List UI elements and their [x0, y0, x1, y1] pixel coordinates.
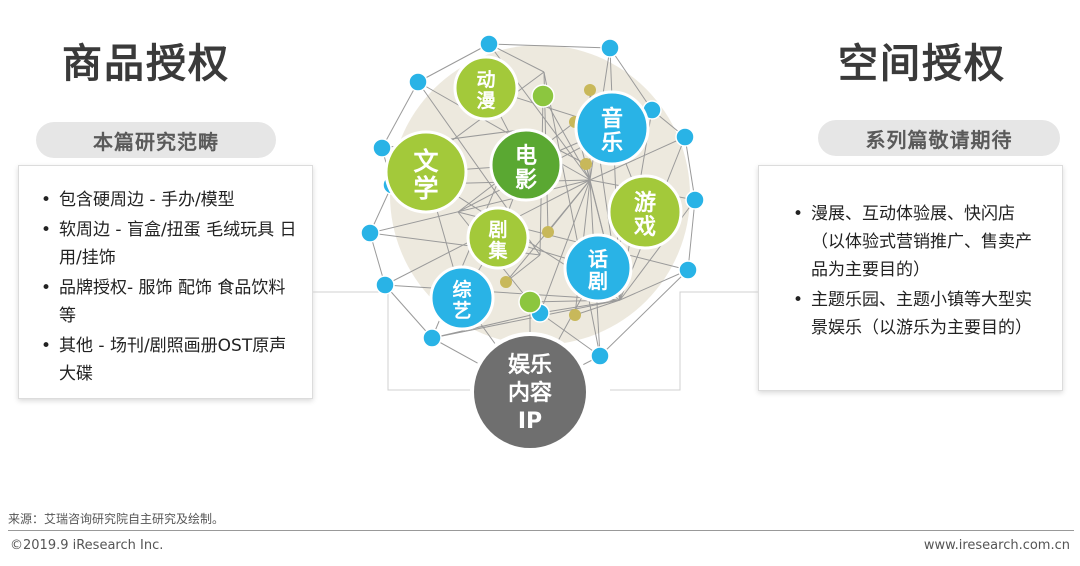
category-node-circle — [429, 265, 495, 331]
category-node-label: 动 — [476, 69, 495, 91]
category-node-circle — [384, 130, 468, 214]
network-link — [431, 299, 621, 339]
network-dot — [569, 309, 581, 321]
network-link — [687, 199, 696, 271]
network-dot — [360, 223, 380, 243]
list-item: 其他 - 场刊/剧照画册OST原声大碟 — [41, 332, 302, 388]
category-node-label: 影 — [515, 168, 537, 193]
category-node-3: 文学 — [384, 130, 468, 214]
category-node-label: 戏 — [633, 215, 656, 240]
list-item: 包含硬周边 - 手办/模型 — [41, 186, 302, 214]
network-dot — [518, 290, 542, 314]
network-dot — [678, 260, 698, 280]
network-dot — [685, 190, 705, 210]
network-nodes: 动漫音乐文学电影游戏剧集话剧综艺 — [384, 55, 683, 331]
category-node-circle — [453, 55, 519, 121]
left-heading: 商品授权 — [62, 41, 230, 87]
network-link — [609, 47, 653, 111]
list-item: 主题乐园、主题小镇等大型实景娱乐（以游乐为主要目的） — [793, 286, 1046, 342]
network-link — [417, 43, 490, 83]
hub-node: 娱乐 内容 IP — [470, 332, 590, 452]
category-node-6: 剧集 — [466, 206, 530, 270]
list-item: 漫展、互动体验展、快闪店（以体验式营销推广、售卖产品为主要目的） — [793, 200, 1046, 284]
hub-line-1: 娱乐 — [508, 353, 552, 378]
network-link — [543, 71, 601, 357]
network-link — [488, 43, 611, 49]
network-link — [505, 254, 541, 283]
category-node-label: 话 — [588, 247, 608, 271]
source-note: 来源：艾瑞咨询研究院自主研究及绘制。 — [8, 512, 225, 526]
network-dot — [375, 275, 395, 295]
network-link — [488, 43, 545, 73]
category-node-circle — [607, 174, 683, 250]
network-dot — [372, 138, 392, 158]
right-item-list: 漫展、互动体验展、快闪店（以体验式营销推广、售卖产品为主要目的） 主题乐园、主题… — [759, 166, 1062, 342]
network-link — [384, 284, 433, 339]
left-item-list: 包含硬周边 - 手办/模型 软周边 - 盲盒/扭蛋 毛绒玩具 日用/挂饰 品牌授… — [19, 166, 312, 388]
category-node-circle — [563, 233, 633, 303]
network-link — [381, 81, 419, 149]
network-dot — [479, 34, 499, 54]
side-connectors — [313, 291, 758, 391]
network-link — [589, 136, 686, 181]
network-link — [539, 179, 591, 314]
network-dot — [584, 84, 596, 96]
list-item: 软周边 - 盲盒/扭蛋 毛绒玩具 日用/挂饰 — [41, 216, 302, 272]
network-link — [574, 299, 621, 316]
category-node-label: 艺 — [452, 300, 471, 322]
category-node-8: 综艺 — [429, 265, 495, 331]
category-node-label: 乐 — [601, 131, 623, 156]
network-link — [619, 269, 689, 301]
network-dot — [580, 158, 592, 170]
category-node-label: 综 — [452, 278, 471, 301]
left-subtitle-pill: 本篇研究范畴 — [36, 122, 276, 158]
category-node-5: 游戏 — [607, 174, 683, 250]
category-node-label: 剧 — [488, 219, 507, 241]
website-text: www.iresearch.com.cn — [923, 538, 1070, 553]
category-node-1: 动漫 — [453, 55, 519, 121]
network-dot — [600, 38, 620, 58]
hub-circle — [470, 332, 590, 452]
category-node-7: 话剧 — [563, 233, 633, 303]
network-link — [539, 299, 621, 314]
hub-line-2: 内容 — [508, 380, 552, 406]
category-node-label: 电 — [515, 144, 537, 169]
right-heading: 空间授权 — [838, 41, 1006, 87]
network-dot — [590, 346, 610, 366]
copyright-text: ©2019.9 iResearch Inc. — [10, 538, 164, 553]
category-node-label: 学 — [413, 174, 438, 203]
right-content-box: 漫展、互动体验展、快闪店（以体验式营销推广、售卖产品为主要目的） 主题乐园、主题… — [758, 165, 1063, 391]
category-node-circle — [466, 206, 530, 270]
category-node-label: 音 — [601, 106, 623, 132]
network-dot — [675, 127, 695, 147]
category-node-4: 电影 — [489, 128, 563, 202]
network-dot — [500, 276, 512, 288]
network-dot — [422, 328, 442, 348]
category-node-label: 游 — [634, 190, 656, 216]
network-link — [599, 269, 689, 357]
category-node-label: 剧 — [588, 269, 608, 293]
category-node-circle — [574, 90, 650, 166]
footer-divider — [8, 530, 1074, 531]
network-link — [619, 199, 696, 301]
network-dot — [542, 226, 554, 238]
network-link — [539, 312, 601, 357]
hub-line-3: IP — [518, 409, 542, 434]
list-item: 品牌授权- 服饰 配饰 食品饮料等 — [41, 274, 302, 330]
network-dot — [531, 84, 555, 108]
network-link — [684, 136, 696, 201]
category-node-label: 漫 — [476, 90, 496, 112]
network-link — [431, 312, 541, 339]
category-node-2: 音乐 — [574, 90, 650, 166]
category-node-label: 文 — [413, 147, 439, 176]
network-dot — [408, 72, 428, 92]
left-content-box: 包含硬周边 - 手办/模型 软周边 - 盲盒/扭蛋 毛绒玩具 日用/挂饰 品牌授… — [18, 165, 313, 399]
right-subtitle-pill: 系列篇敬请期待 — [818, 120, 1060, 156]
category-node-circle — [489, 128, 563, 202]
category-node-label: 集 — [487, 239, 508, 262]
